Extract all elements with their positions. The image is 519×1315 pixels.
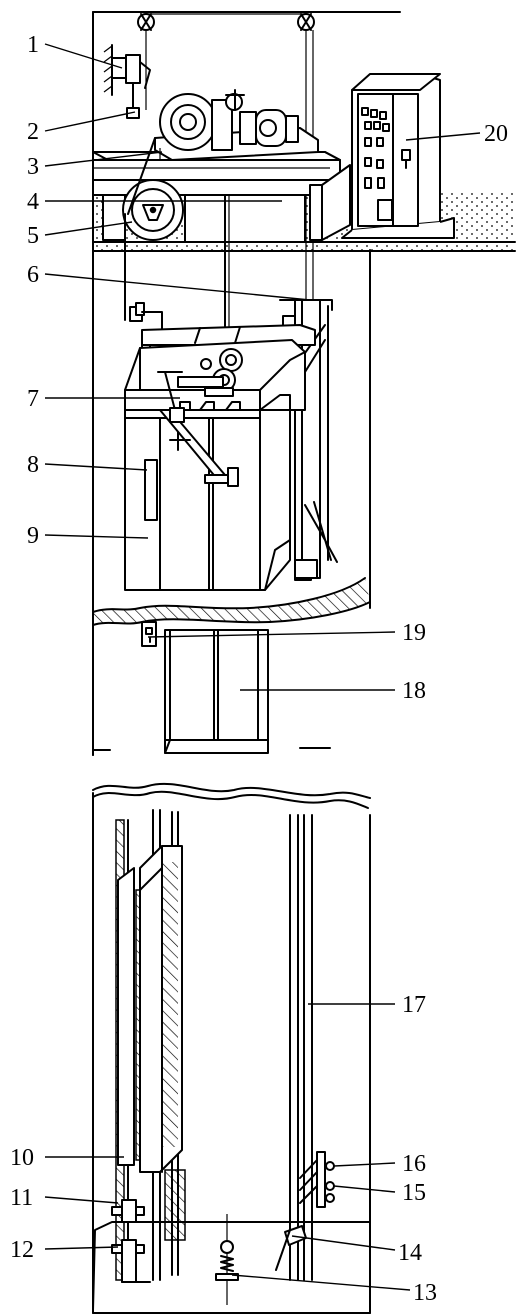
- label-19: 19: [402, 620, 426, 646]
- label-17: 17: [402, 992, 426, 1018]
- callout-labels: 1 2 3 4 5 6 7 8 9 10 11 12 13 14 15 16 1…: [10, 32, 508, 1306]
- label-6: 6: [27, 262, 39, 288]
- landing-door: [164, 629, 269, 754]
- label-11: 11: [10, 1185, 33, 1211]
- label-7: 7: [27, 386, 39, 412]
- label-12: 12: [10, 1237, 34, 1263]
- counterweight-buffer: [111, 1199, 151, 1283]
- label-5: 5: [27, 223, 39, 249]
- leader-lines: [44, 43, 481, 1291]
- top-sheave-right: [297, 13, 315, 31]
- hoistway: [92, 11, 401, 1314]
- label-2: 2: [27, 119, 39, 145]
- traction-machine: [154, 89, 319, 161]
- label-20: 20: [484, 121, 508, 147]
- label-10: 10: [10, 1145, 34, 1171]
- top-sheave-left: [137, 13, 155, 31]
- label-1: 1: [27, 32, 39, 58]
- label-15: 15: [402, 1180, 426, 1206]
- diverter-sheave: [122, 179, 184, 241]
- landing-floor: [92, 577, 371, 756]
- car-buffer: [215, 1214, 239, 1305]
- label-16: 16: [402, 1151, 426, 1177]
- limit-switches: [275, 1151, 335, 1271]
- speed-governor: [103, 44, 151, 119]
- car-guide-rail-right: [289, 814, 313, 1281]
- control-cabinet: [341, 73, 455, 239]
- label-8: 8: [27, 452, 39, 478]
- label-3: 3: [27, 154, 39, 180]
- hall-button: [141, 621, 157, 647]
- car-body: [124, 394, 291, 591]
- label-13: 13: [413, 1280, 437, 1306]
- label-4: 4: [27, 189, 39, 215]
- car-top-equipment: [124, 339, 306, 411]
- label-14: 14: [398, 1240, 422, 1266]
- label-9: 9: [27, 523, 39, 549]
- label-18: 18: [402, 678, 426, 704]
- counterweight: [117, 845, 186, 1241]
